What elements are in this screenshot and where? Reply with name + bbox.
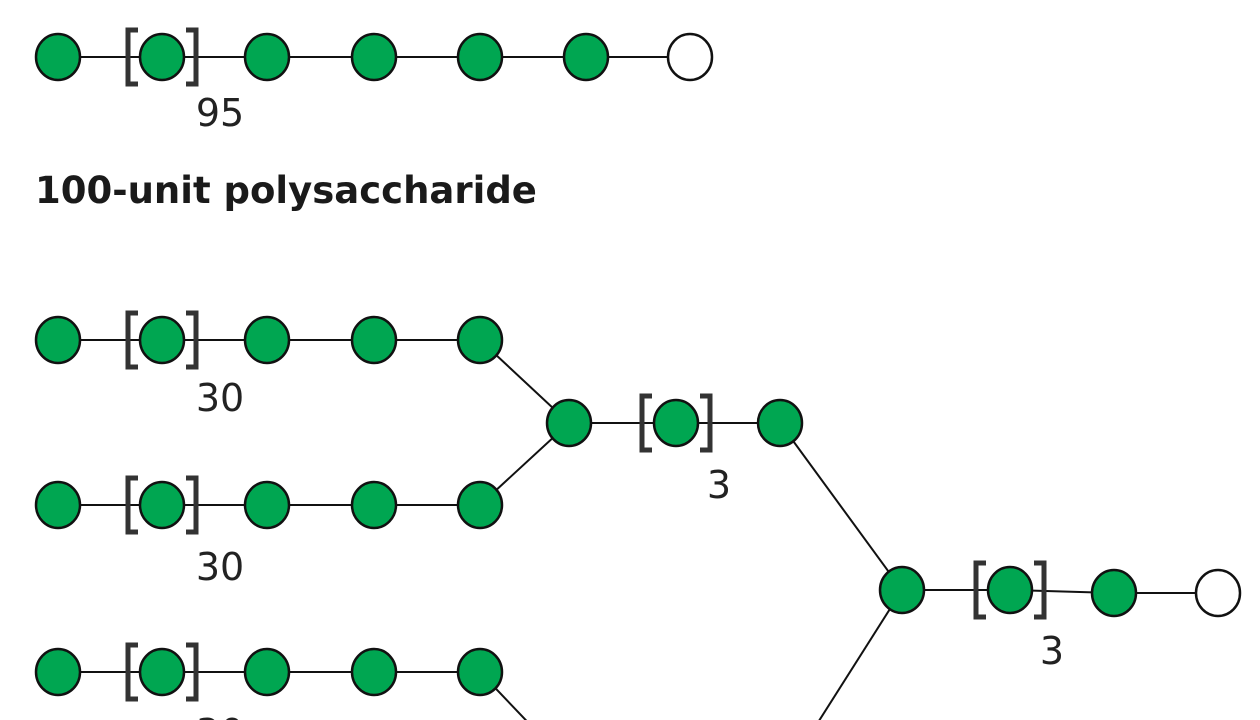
sugar-unit [562,32,610,82]
sugar-unit [34,647,82,697]
sugar-unit [878,565,926,615]
sugar-unit [456,32,504,82]
sugar-unit [243,32,291,82]
sugar-unit [243,647,291,697]
repeating-sugar-unit [986,565,1034,615]
sugar-unit [456,480,504,530]
repeating-sugar-unit [652,398,700,448]
branch-3-repeat-label: 30 [196,711,244,720]
repeat-bracket [125,310,199,370]
sugar-unit [350,32,398,82]
sugar-unit [1090,568,1138,618]
sugar-unit [350,480,398,530]
glycosidic-bond [818,589,903,720]
inner-repeat-label-1: 3 [707,463,731,507]
glycosidic-bond [779,422,903,591]
section-title: 100-unit polysaccharide [35,169,537,212]
linear-repeat-label: 95 [196,91,244,135]
sugar-unit [34,315,82,365]
repeating-sugar-unit [138,480,186,530]
sugar-unit [456,647,504,697]
branch-1-repeat-label: 30 [196,376,244,420]
reducing-end-unit [1194,568,1242,618]
sugar-unit [34,32,82,82]
sugar-unit [243,315,291,365]
branch-2-repeat-label: 30 [196,545,244,589]
repeat-bracket [639,393,713,453]
sugar-unit [243,480,291,530]
repeating-sugar-unit [138,315,186,365]
reducing-end-unit [666,32,714,82]
repeating-sugar-unit [138,32,186,82]
inner-repeat-label-2: 3 [1040,629,1064,673]
repeat-bracket [973,560,1047,620]
sugar-unit [34,480,82,530]
sugar-unit [756,398,804,448]
repeat-bracket [125,27,199,87]
sugar-unit [456,315,504,365]
repeat-bracket [125,642,199,702]
sugar-unit [350,315,398,365]
repeating-sugar-unit [138,647,186,697]
sugar-unit [545,398,593,448]
sugar-unit [350,647,398,697]
repeat-bracket [125,475,199,535]
